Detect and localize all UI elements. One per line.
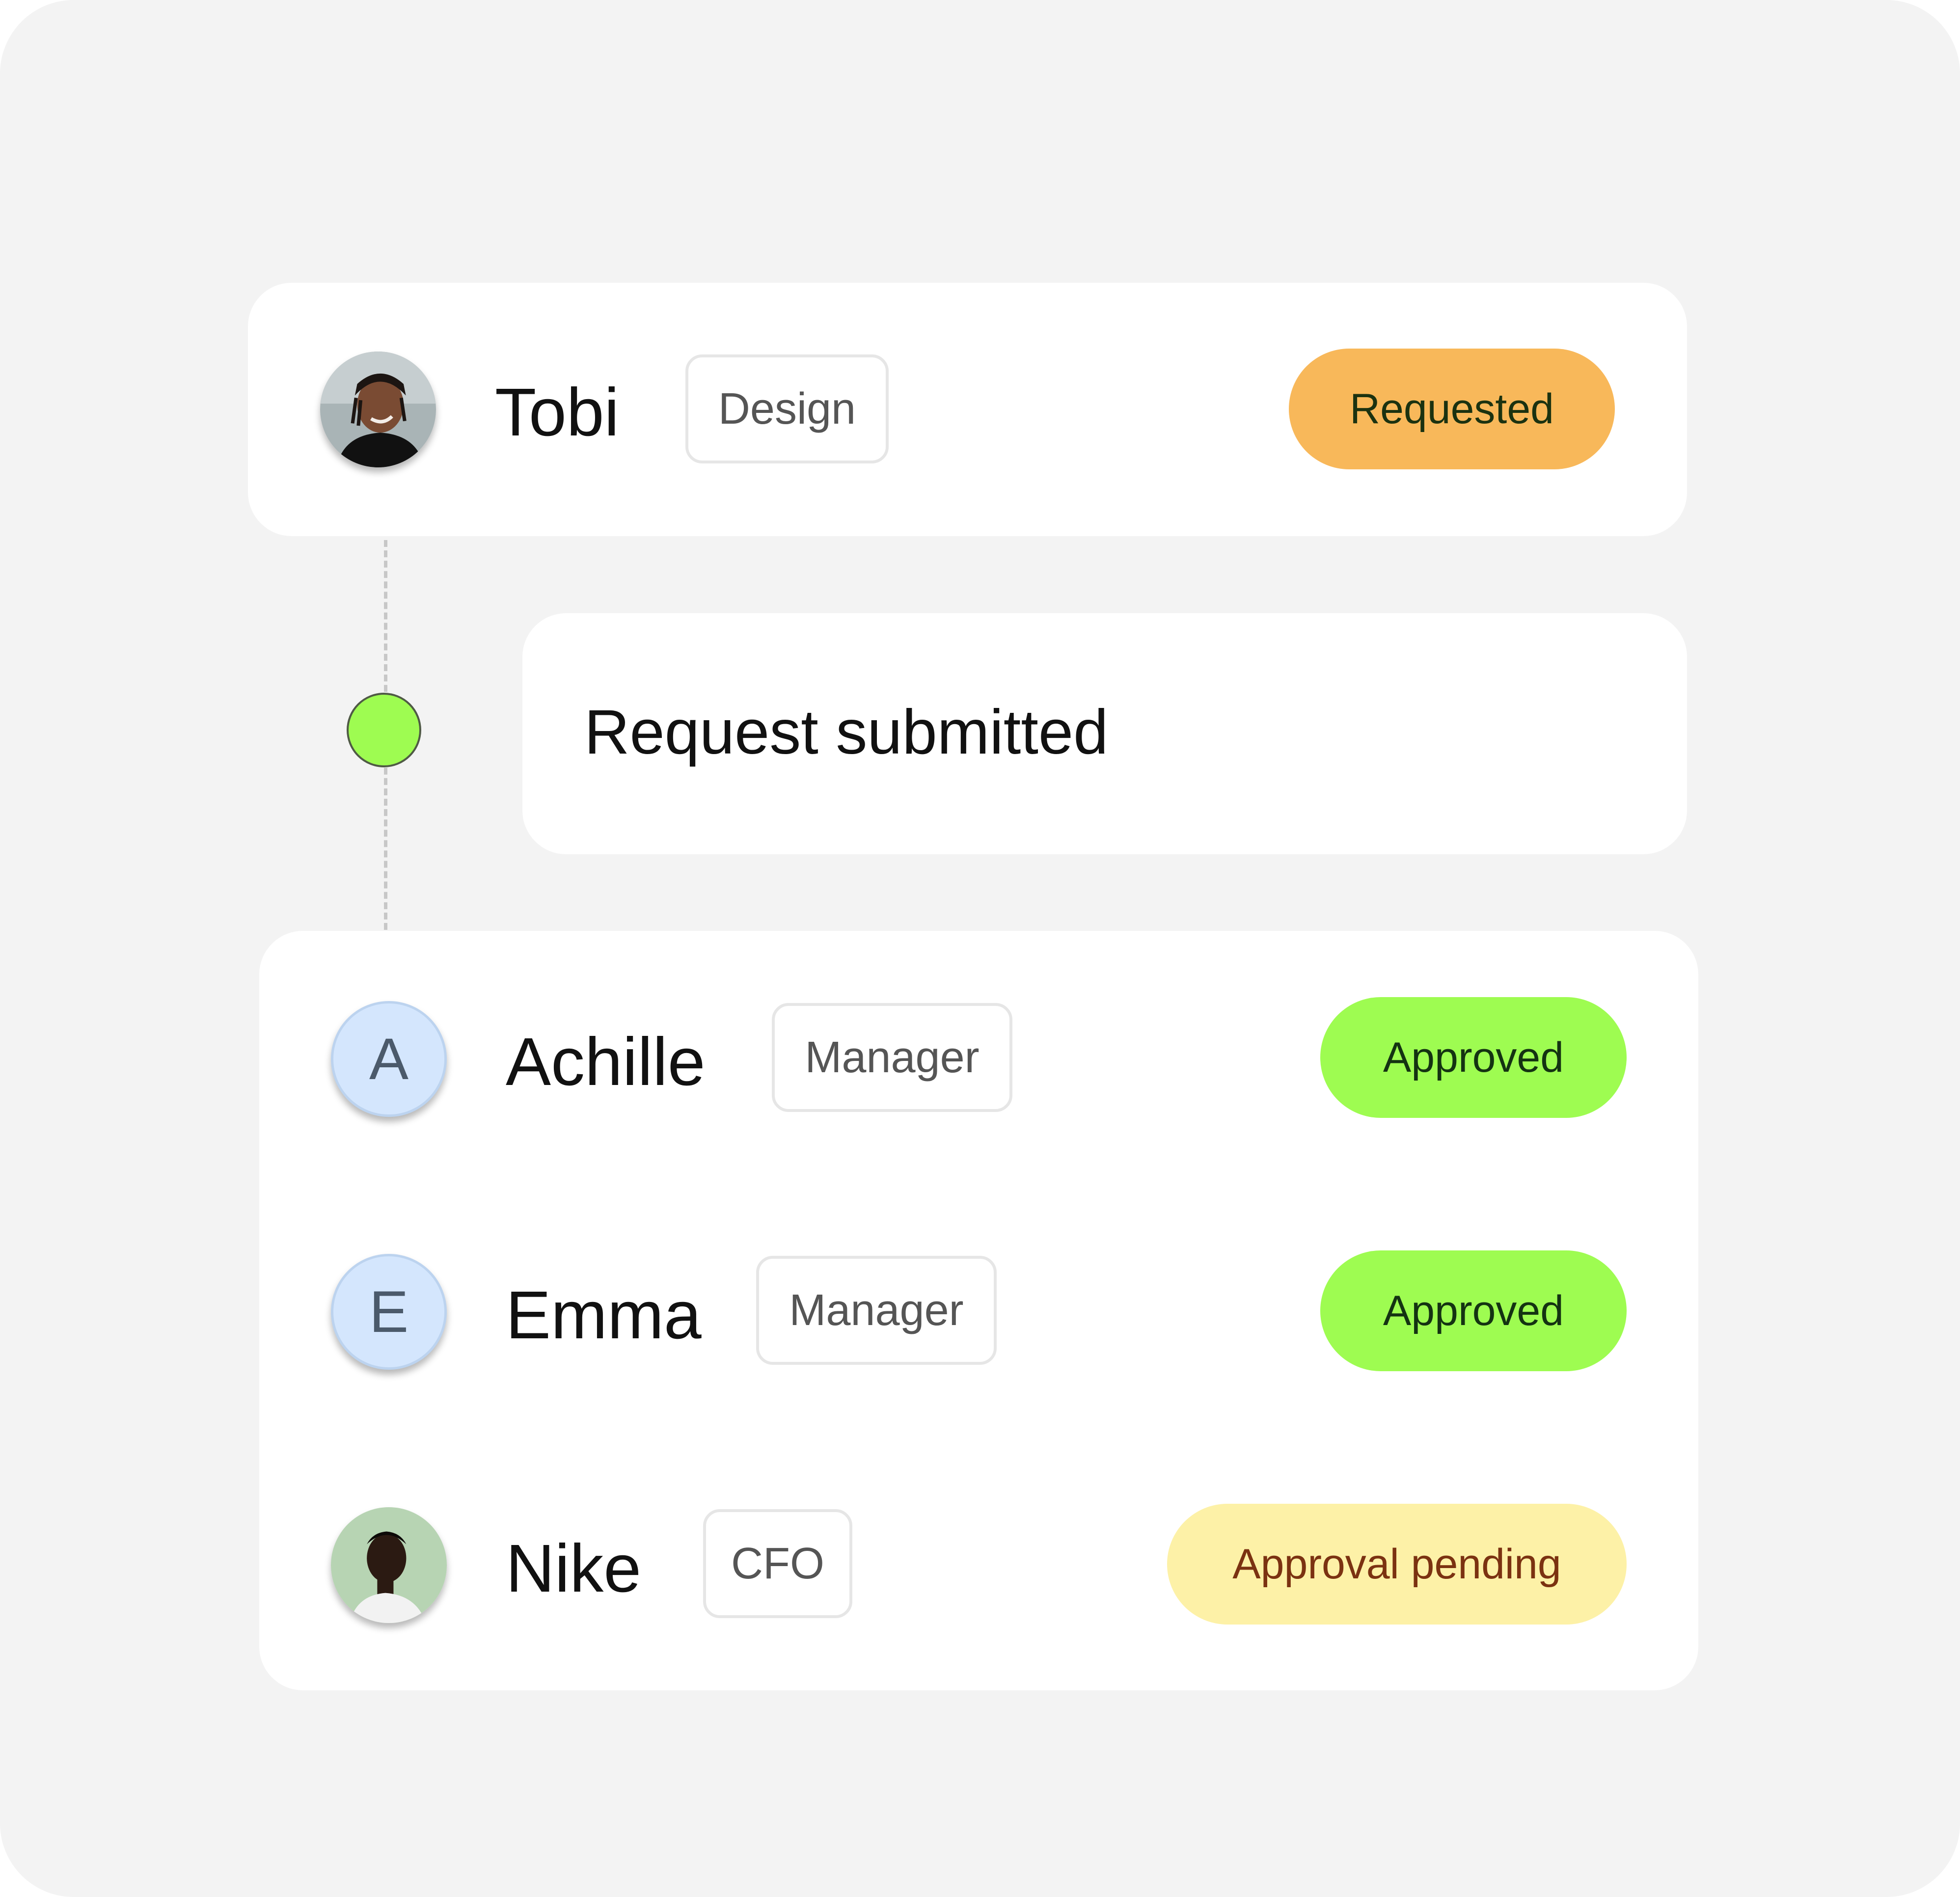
requester-avatar-photo (320, 352, 436, 467)
event-card (522, 613, 1687, 854)
approver-avatar-initial: A (331, 1001, 447, 1117)
approver-role-tag: CFO (703, 1509, 852, 1618)
status-badge-approved: Approved (1320, 997, 1627, 1118)
approver-avatar-photo (331, 1507, 447, 1623)
approver-name: Nike (506, 1531, 642, 1606)
approver-role-tag: Manager (772, 1003, 1012, 1112)
approver-name: Emma (506, 1277, 702, 1353)
person-photo-icon (320, 352, 436, 467)
approver-name: Achille (506, 1024, 706, 1100)
requester-name: Tobi (495, 375, 620, 450)
event-label: Request submitted (584, 697, 1109, 767)
approver-avatar-initial: E (331, 1254, 447, 1370)
requester-role-tag: Design (685, 354, 889, 463)
timeline-event-dot (347, 693, 421, 767)
status-badge-requested: Requested (1289, 349, 1615, 469)
status-badge-approved: Approved (1320, 1250, 1627, 1371)
approver-role-tag: Manager (756, 1256, 997, 1365)
status-badge-pending: Approval pending (1167, 1504, 1627, 1625)
person-photo-icon (331, 1507, 447, 1623)
